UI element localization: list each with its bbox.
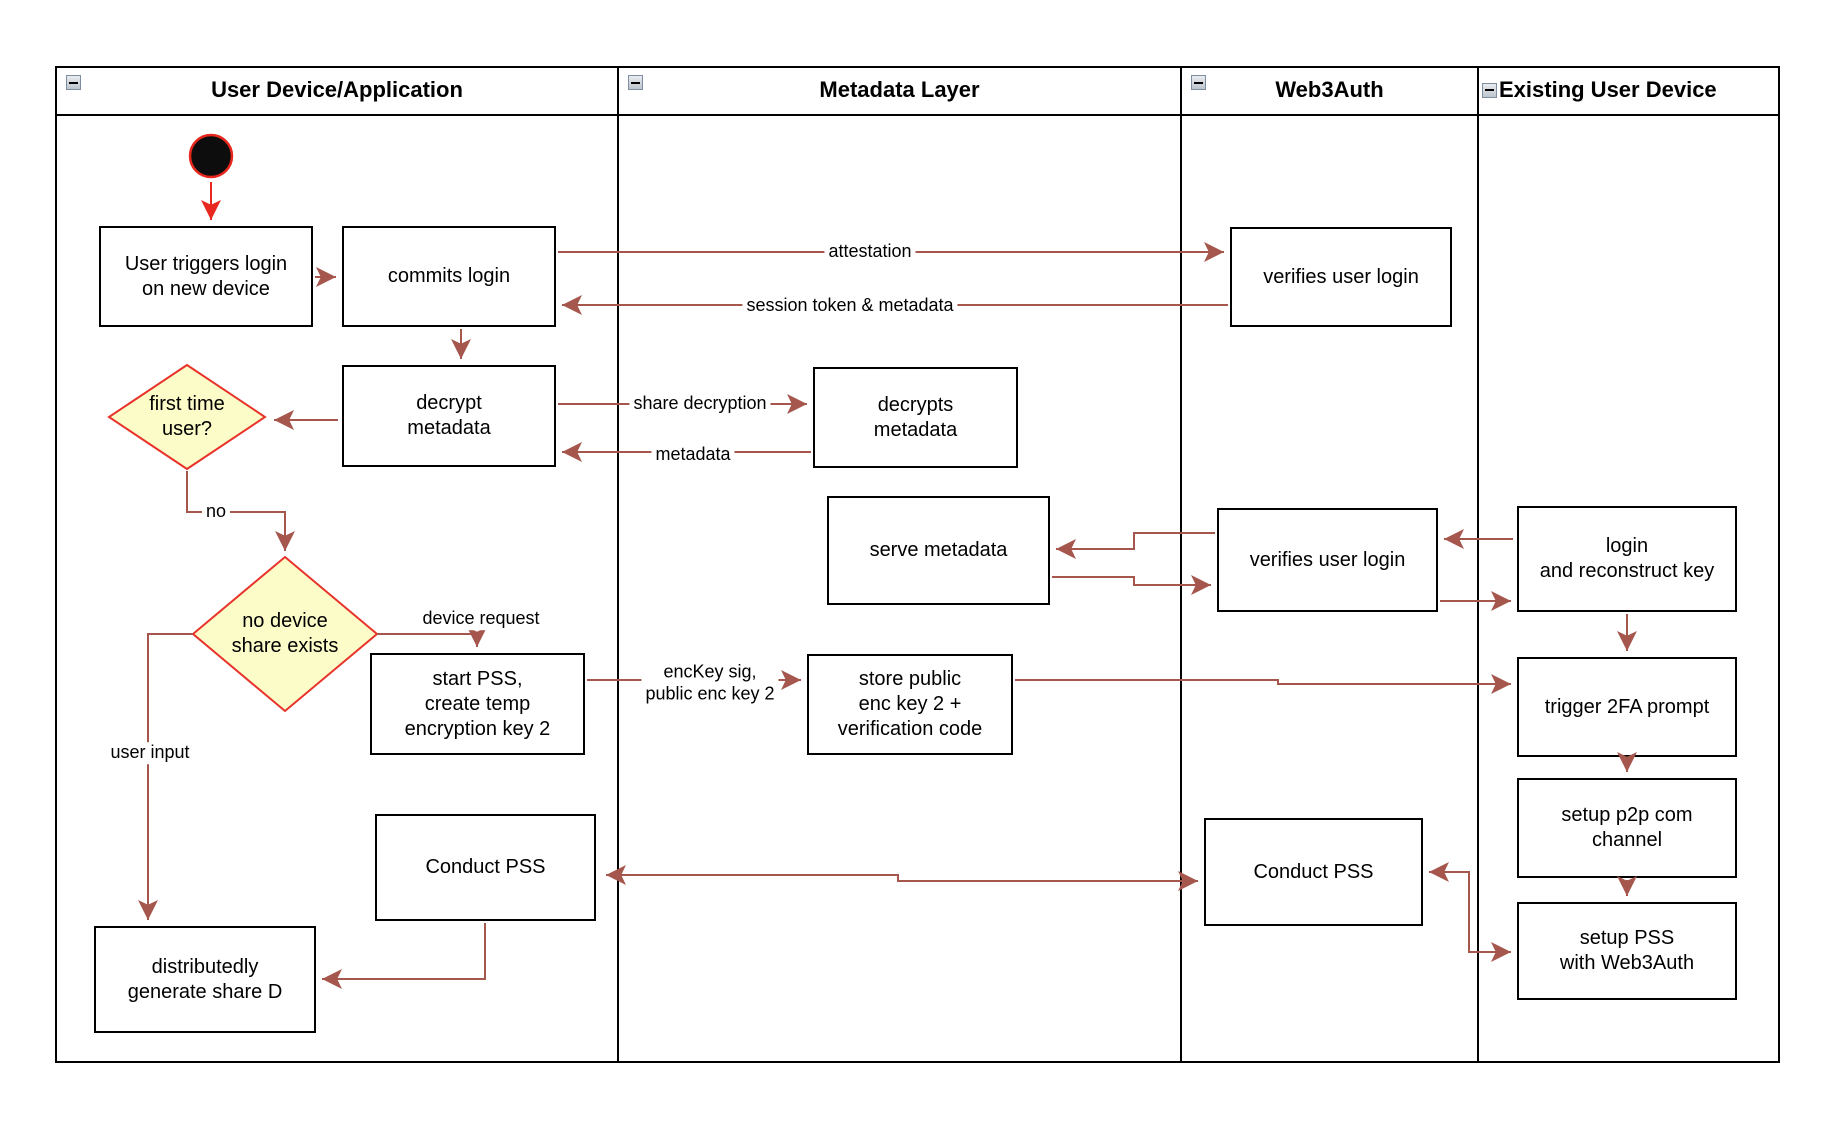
- node-setup-p2p-com-channel: setup p2p com channel: [1517, 778, 1737, 878]
- node-conduct-pss-user-device: Conduct PSS: [375, 814, 596, 921]
- lane-title: Web3Auth: [1275, 77, 1384, 102]
- lane-separator: [1477, 116, 1479, 1063]
- lane-separator: [617, 116, 619, 1063]
- edge-label-user-input: user input: [106, 742, 194, 764]
- edge-label-session-token: session token & metadata: [742, 295, 958, 317]
- node-conduct-pss-web3auth: Conduct PSS: [1204, 818, 1423, 926]
- edge-label-metadata: metadata: [651, 444, 735, 466]
- edge-label-attestation: attestation: [824, 241, 916, 263]
- lane-separator: [1180, 116, 1182, 1063]
- node-start-pss: start PSS, create temp encryption key 2: [370, 653, 585, 755]
- lane-title: Existing User Device: [1499, 77, 1717, 102]
- node-serve-metadata: serve metadata: [827, 496, 1050, 605]
- collapse-lane-icon[interactable]: [1482, 82, 1497, 98]
- node-decrypts-metadata: decrypts metadata: [813, 367, 1018, 468]
- node-user-triggers-login: User triggers login on new device: [99, 226, 313, 327]
- lane-header-user-device: User Device/Application: [55, 66, 619, 116]
- node-verifies-user-login-1: verifies user login: [1230, 227, 1452, 327]
- collapse-lane-icon[interactable]: [66, 75, 81, 90]
- lane-header-existing-user-device: Existing User Device: [1477, 66, 1780, 116]
- edge-label-device-request: device request: [418, 608, 544, 630]
- lane-title: Metadata Layer: [819, 77, 980, 102]
- node-setup-pss-with-web3auth: setup PSS with Web3Auth: [1517, 902, 1737, 1000]
- edge-label-enckey-sig: encKey sig, public enc key 2: [641, 661, 779, 705]
- minus-icon: [631, 81, 640, 84]
- node-trigger-2fa-prompt: trigger 2FA prompt: [1517, 657, 1737, 757]
- node-distributedly-generate-share-d: distributedly generate share D: [94, 926, 316, 1033]
- minus-icon: [1194, 81, 1203, 84]
- node-store-public-enc-key: store public enc key 2 + verification co…: [807, 654, 1013, 755]
- lane-title: User Device/Application: [211, 77, 463, 102]
- node-verifies-user-login-2: verifies user login: [1217, 508, 1438, 612]
- node-login-and-reconstruct-key: login and reconstruct key: [1517, 506, 1737, 612]
- decision-label-no-device-share: no device share exists: [231, 610, 339, 657]
- minus-icon: [1485, 89, 1494, 91]
- node-commits-login: commits login: [342, 226, 556, 327]
- lane-header-metadata-layer: Metadata Layer: [617, 66, 1182, 116]
- minus-icon: [69, 81, 78, 84]
- lane-header-web3auth: Web3Auth: [1180, 66, 1479, 116]
- collapse-lane-icon[interactable]: [1191, 75, 1206, 90]
- node-decrypt-metadata: decrypt metadata: [342, 365, 556, 467]
- edge-label-share-decryption: share decryption: [629, 393, 771, 415]
- collapse-lane-icon[interactable]: [628, 75, 643, 90]
- decision-label-first-time-user: first time user?: [149, 393, 225, 440]
- edge-label-no: no: [201, 501, 231, 523]
